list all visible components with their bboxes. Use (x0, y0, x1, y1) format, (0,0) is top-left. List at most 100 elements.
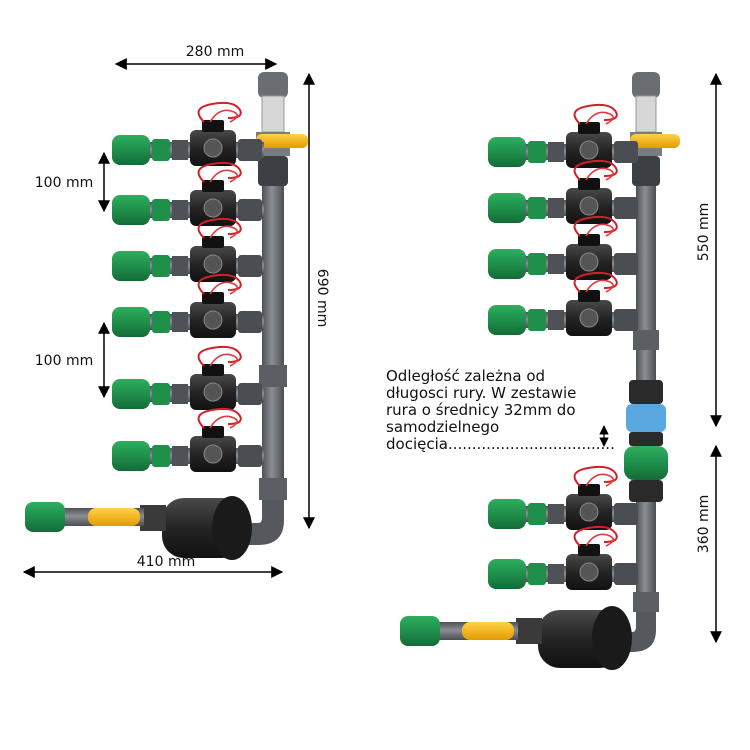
outlet-fitting (112, 379, 150, 409)
valve-row (112, 273, 264, 338)
solenoid-wire (585, 223, 614, 237)
solenoid-wire (573, 103, 618, 125)
valve-row (112, 345, 264, 410)
valve-dial (579, 562, 599, 582)
solenoid-wire (573, 159, 618, 181)
valve-union (238, 139, 262, 161)
valve-row (488, 525, 638, 590)
outlet-fitting (488, 249, 526, 279)
valve-row (488, 103, 638, 168)
solenoid (578, 178, 600, 190)
adapter (172, 446, 188, 466)
outlet-nut (528, 309, 546, 331)
left-top-union (258, 156, 288, 186)
adapter (548, 198, 564, 218)
valve-dial (203, 310, 223, 330)
right-upper-nut (629, 380, 663, 404)
solenoid (578, 290, 600, 302)
right-upper-height-label: 550 mm (696, 203, 712, 261)
solenoid (202, 236, 224, 248)
left-width-top-label: 280 mm (186, 44, 244, 60)
valve-union (614, 309, 638, 331)
valve-row (112, 217, 264, 282)
outlet-nut (152, 139, 170, 161)
right-pipe-joint (633, 592, 659, 612)
right-assembly: 550 mm 360 mm Odległość zależna od długo… (386, 72, 722, 670)
outlet-fitting (112, 441, 150, 471)
valve-row (488, 159, 638, 224)
right-pipe-joint (633, 330, 659, 350)
right-top-handle (630, 134, 680, 148)
valve-union (614, 563, 638, 585)
valve-union (614, 141, 638, 163)
outlet-fitting (488, 559, 526, 589)
valve-row (488, 465, 638, 530)
left-top-adapter (261, 95, 285, 133)
left-spacing-label-1: 100 mm (35, 175, 93, 191)
valve-dial (579, 196, 599, 216)
valve-dial (203, 382, 223, 402)
solenoid (202, 364, 224, 376)
adapter (548, 564, 564, 584)
adapter (548, 142, 564, 162)
solenoid (578, 484, 600, 496)
outlet-nut (528, 141, 546, 163)
left-top-handle (256, 134, 308, 148)
right-lower-pipe (636, 502, 656, 617)
left-pipe-joint (259, 365, 287, 387)
left-inlet-fitting (25, 502, 65, 532)
solenoid-wire (197, 161, 242, 183)
outlet-nut (152, 199, 170, 221)
left-assembly: 280 mm 690 mm 100 mm 100 mm 410 mm (22, 44, 330, 578)
left-spacing-label-2: 100 mm (35, 353, 93, 369)
valve-row (112, 407, 264, 472)
outlet-nut (152, 383, 170, 405)
left-filter-inlet (140, 505, 166, 531)
left-height-label: 690 mm (314, 269, 330, 327)
adapter (548, 310, 564, 330)
solenoid (202, 120, 224, 132)
valve-dial (579, 140, 599, 160)
left-inlet-handle (88, 508, 140, 526)
left-main-pipe (262, 160, 284, 510)
right-lower-height-label: 360 mm (696, 495, 712, 553)
valve-union (614, 503, 638, 525)
solenoid-wire (573, 215, 618, 237)
solenoid-wire (197, 273, 242, 295)
adapter (172, 384, 188, 404)
outlet-nut (528, 253, 546, 275)
outlet-nut (152, 445, 170, 467)
right-upper-pipe (636, 160, 656, 380)
valve-dial (203, 254, 223, 274)
valve-row (112, 161, 264, 226)
left-top-elbow (258, 72, 288, 98)
solenoid-wire (209, 169, 238, 183)
outlet-nut (528, 503, 546, 525)
solenoid-wire (209, 225, 238, 239)
adapter (172, 312, 188, 332)
solenoid-wire (585, 279, 614, 293)
left-width-bottom-label: 410 mm (137, 554, 195, 570)
right-top-elbow (632, 72, 660, 98)
outlet-nut (152, 255, 170, 277)
solenoid-wire (585, 167, 614, 181)
right-green-coupling (624, 446, 668, 480)
valve-union (238, 383, 262, 405)
right-blue-coupling (626, 404, 666, 432)
adapter (172, 200, 188, 220)
right-filter-cap (592, 606, 632, 670)
adapter (172, 256, 188, 276)
gap-note-line: samodzielnego (386, 418, 499, 436)
outlet-nut (528, 197, 546, 219)
right-inlet-fitting (400, 616, 440, 646)
solenoid-wire (585, 111, 614, 125)
solenoid-wire (209, 415, 238, 429)
solenoid-wire (197, 217, 242, 239)
outlet-fitting (488, 193, 526, 223)
right-filter-inlet (516, 618, 542, 644)
solenoid-wire (585, 533, 614, 547)
outlet-nut (528, 563, 546, 585)
left-valve-rows (112, 101, 264, 472)
right-top-adapter (635, 95, 657, 133)
